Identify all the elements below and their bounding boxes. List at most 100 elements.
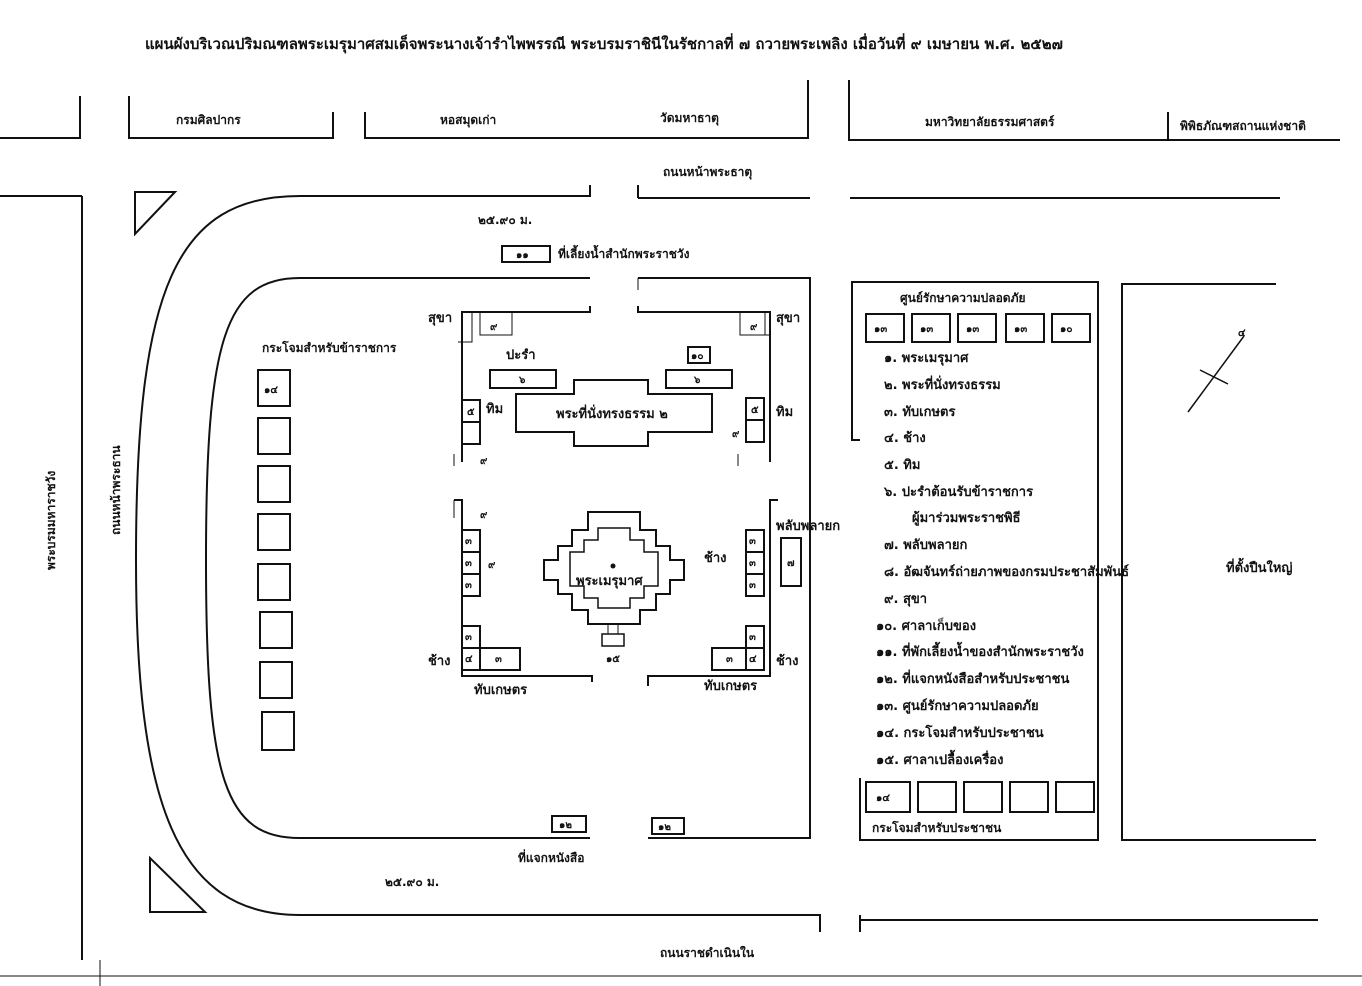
big-gun-label: ที่ตั้งปืนใหญ่ (1226, 557, 1293, 576)
number-14-officials: ๑๔ (264, 385, 278, 396)
number-15: ๑๕ (606, 654, 620, 665)
meru-inner (569, 527, 659, 609)
legend-item: ๙. สุขา (884, 592, 927, 607)
thap-left-label: ทับเกษตร (474, 683, 527, 698)
official-tent (257, 465, 291, 503)
chang-bottom-right-label: ช้าง (776, 653, 798, 669)
number-10: ๑๐ (691, 351, 703, 362)
tim-left-label: ทิม (486, 402, 503, 417)
number-14-public: ๑๔ (876, 793, 890, 804)
legend-item: ๗. พลับพลายก (884, 538, 967, 553)
legend-item: ๑. พระเมรุมาศ (884, 351, 969, 366)
number-10-panel: ๑๐ (1060, 324, 1072, 335)
meru-outer (543, 511, 685, 625)
phlap-phla-label: พลับพลายก (776, 519, 840, 534)
public-tent (963, 781, 1003, 813)
building-row (0, 80, 1340, 141)
prarum-label: ปะรำ (506, 347, 536, 363)
number-3-e2: ๓ (749, 558, 756, 569)
legend-item: ๑๒. ที่แจกหนังสือสำหรับประชาชน (876, 669, 1069, 687)
number-11: ๑๑ (516, 250, 529, 261)
throne-hall-label: พระที่นั่งทรงธรรม ๒ (556, 404, 668, 422)
legend-item: ๑๔. กระโจมสำหรับประชาชน (876, 724, 1044, 741)
legend-item: ๑๓. ศูนย์รักษาความปลอดภัย (876, 698, 1039, 714)
number-6-left: ๖ (518, 375, 526, 386)
number-3-w1: ๓ (465, 536, 472, 547)
number-9-east-mid: ๙ (732, 429, 740, 440)
legend-item: ๕. ทิม (884, 458, 920, 473)
number-3-w3: ๓ (465, 580, 472, 591)
chang-right-label: ช้าง (704, 550, 726, 566)
sukha-right-label: สุขา (776, 311, 800, 326)
number-13-a: ๑๓ (874, 324, 887, 335)
tim-right-label: ทิม (776, 405, 793, 420)
wat-mahathat-label: วัดมหาธาตุ (660, 111, 719, 126)
number-6-right: ๖ (693, 375, 701, 386)
number-9-nw: ๙ (490, 322, 498, 333)
book-distribution-label: ที่แจกหนังสือ (518, 849, 584, 865)
na-phra-lan-road-label: ถนนหน้าพระธาน (109, 445, 123, 535)
number-5-right: ๕ (751, 405, 759, 416)
national-museum-label: พิพิธภัณฑสถานแห่งชาติ (1180, 119, 1306, 133)
number-3-e3: ๓ (749, 580, 756, 591)
number-9-sw: ๙ (480, 510, 488, 521)
official-tent (259, 661, 293, 699)
public-tent (1009, 781, 1049, 813)
number-9-ne: ๙ (750, 322, 758, 333)
public-tent (1055, 781, 1095, 813)
official-tent (259, 611, 293, 649)
official-tent (257, 563, 291, 601)
ratchadamnoen-nai-label: ถนนราชดำเนินใน (660, 945, 755, 960)
number-9-west-mid: ๙ (480, 456, 488, 467)
legend-item: ๔. ช้าง (884, 430, 926, 446)
north-marker: ๔ (1238, 328, 1246, 339)
number-3-se1: ๓ (749, 632, 756, 643)
number-3-sw1: ๓ (465, 632, 472, 643)
official-tent (257, 417, 291, 455)
throne-hall (515, 379, 713, 447)
sukha-left-label: สุขา (428, 311, 452, 326)
north-arrow-icon: ๔ (1187, 328, 1246, 413)
legend-item: ๑๐. ศาลาเก็บของ (876, 616, 976, 634)
meru-label: พระเมรุมาศ (576, 574, 643, 589)
maharat-palace-label: พระบรมมหาราชวัง (44, 471, 58, 570)
number-7: ๗ (787, 558, 795, 569)
official-tent (257, 513, 291, 551)
official-tent (261, 711, 295, 751)
number-9-west: ๙ (488, 560, 496, 571)
number-13-c: ๑๓ (966, 324, 979, 335)
water-station-label: ที่เลี้ยงน้ำสำนักพระราชวัง (558, 244, 690, 261)
number-3-e1: ๓ (749, 536, 756, 547)
number-13-b: ๑๓ (920, 324, 933, 335)
map-title: แผนผังบริเวณปริมณฑลพระเมรุมาศสมเด็จพระนา… (145, 33, 1063, 54)
legend-item: ๓. ทับเกษตร (884, 405, 955, 420)
number-3-sw2: ๓ (495, 654, 502, 665)
officials-tents-label: กระโจมสำหรับข้าราชการ (262, 340, 397, 355)
number-12-left: ๑๒ (559, 820, 572, 831)
security-center-label: ศูนย์รักษาความปลอดภัย (900, 291, 1026, 306)
number-4-sw: ๔ (465, 654, 473, 665)
legend-item: ผู้มาร่วมพระราชพิธี (912, 510, 1021, 526)
legend-item: ๒. พระที่นั่งทรงธรรม (884, 375, 1001, 393)
thammasat-label: มหาวิทยาลัยธรรมศาสตร์ (925, 115, 1055, 129)
legend-item: ๖. ปะรำต้อนรับข้าราชการ (883, 484, 1033, 500)
distance-bottom: ๒๕.๙๐ ม. (385, 875, 439, 889)
corner-triangle-bottom (149, 855, 208, 913)
legend-item: ๑๕. ศาลาเปลื้องเครื่อง (876, 749, 1003, 768)
number-12-right: ๑๒ (658, 822, 671, 833)
thap-right-label: ทับเกษตร (704, 679, 757, 694)
distance-top: ๒๕.๙๐ ม. (478, 213, 532, 227)
number-5-left: ๕ (467, 407, 475, 418)
old-library-label: หอสมุดเก่า (440, 113, 496, 128)
corner-triangle-top (134, 191, 178, 237)
chang-bottom-left-label: ช้าง (428, 653, 450, 669)
public-tent (917, 781, 957, 813)
public-tents-label: กระโจมสำหรับประชาชน (872, 820, 1002, 835)
number-3-se2: ๓ (726, 654, 733, 665)
number-4-se: ๔ (749, 654, 757, 665)
fine-arts-label: กรมศิลปากร (176, 113, 241, 127)
legend: ๑. พระเมรุมาศ ๒. พระที่นั่งทรงธรรม ๓. ทั… (876, 351, 1129, 768)
legend-item: ๘. อัฒจันทร์ถ่ายภาพของกรมประชาสัมพันธ์ (884, 564, 1129, 580)
legend-item: ๑๑. ที่พักเลี้ยงน้ำของสำนักพระราชวัง (876, 641, 1084, 660)
